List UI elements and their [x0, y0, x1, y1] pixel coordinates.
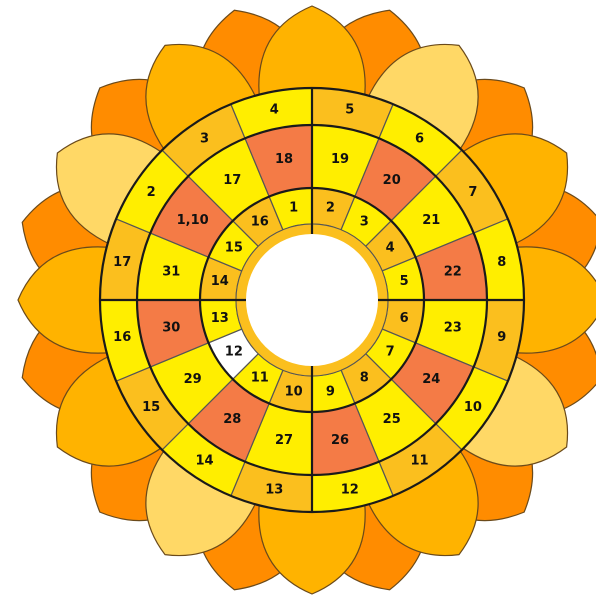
outer-ring-label: 6 — [415, 132, 424, 147]
outer-ring-label: 14 — [195, 453, 213, 468]
inner-ring-label: 4 — [386, 240, 395, 255]
middle-ring-label: 19 — [331, 152, 349, 167]
inner-ring-label: 8 — [360, 371, 369, 386]
inner-ring-label: 14 — [211, 274, 229, 289]
outer-ring-label: 10 — [464, 400, 482, 415]
inner-ring-label: 3 — [360, 214, 369, 229]
inner-ring-label: 12 — [225, 345, 243, 360]
inner-ring-label: 6 — [400, 311, 409, 326]
outer-ring-label: 4 — [270, 103, 279, 118]
middle-ring-label: 25 — [383, 412, 401, 427]
middle-ring-label: 27 — [275, 433, 293, 448]
outer-ring-label: 3 — [200, 132, 209, 147]
inner-ring-label: 16 — [251, 214, 269, 229]
outer-ring-label: 17 — [113, 255, 131, 270]
middle-ring-label: 1,10 — [177, 213, 209, 228]
middle-ring-label: 21 — [422, 213, 440, 228]
middle-ring-label: 23 — [444, 320, 462, 335]
middle-ring-label: 18 — [275, 152, 293, 167]
outer-ring-label: 12 — [341, 482, 359, 497]
outer-ring-label: 11 — [410, 453, 428, 468]
inner-ring-label: 1 — [289, 200, 298, 215]
middle-ring-label: 28 — [223, 412, 241, 427]
middle-ring-label: 22 — [444, 265, 462, 280]
outer-ring-label: 9 — [497, 330, 506, 345]
outer-ring-label: 15 — [142, 400, 160, 415]
outer-ring-label: 5 — [345, 103, 354, 118]
middle-ring-label: 30 — [162, 320, 180, 335]
inner-ring-label: 2 — [326, 200, 335, 215]
outer-ring-label: 13 — [265, 482, 283, 497]
outer-ring-label: 16 — [113, 330, 131, 345]
middle-ring-label: 26 — [331, 433, 349, 448]
inner-ring-label: 11 — [251, 371, 269, 386]
center-hole — [246, 234, 378, 366]
inner-ring-label: 10 — [285, 385, 303, 400]
middle-ring-label: 24 — [422, 372, 440, 387]
inner-ring-label: 5 — [400, 274, 409, 289]
inner-ring-label: 15 — [225, 240, 243, 255]
middle-ring-label: 29 — [184, 372, 202, 387]
outer-ring-label: 7 — [468, 185, 477, 200]
inner-ring-label: 13 — [211, 311, 229, 326]
outer-ring-label: 8 — [497, 255, 506, 270]
middle-ring-label: 17 — [223, 173, 241, 188]
middle-ring-label: 20 — [383, 173, 401, 188]
outer-ring-label: 2 — [147, 185, 156, 200]
inner-ring-label: 7 — [386, 345, 395, 360]
inner-ring-label: 9 — [326, 385, 335, 400]
middle-ring-label: 31 — [162, 265, 180, 280]
